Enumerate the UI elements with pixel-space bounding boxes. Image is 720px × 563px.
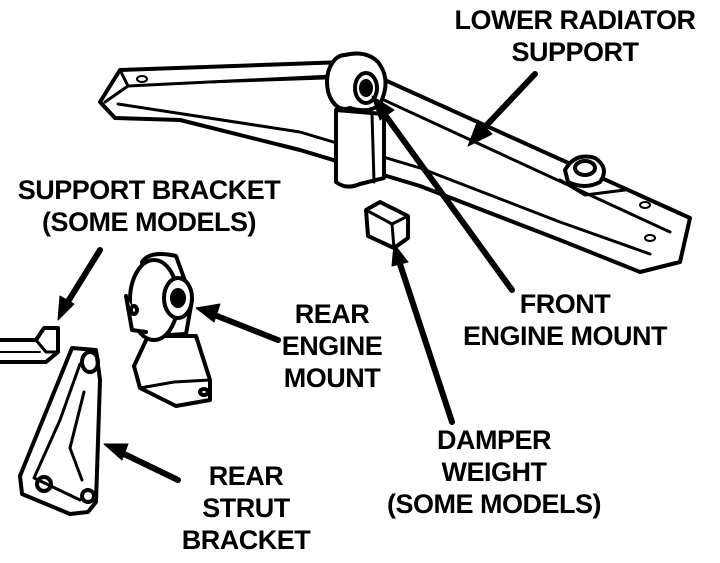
damper-weight — [364, 200, 410, 250]
label-front-engine-mount: FRONT ENGINE MOUNT — [462, 289, 668, 351]
label-rear-engine-mount: REAR ENGINE MOUNT — [281, 299, 383, 393]
label-support-bracket: SUPPORT BRACKET (SOME MODELS) — [17, 175, 281, 237]
front-engine-mount — [325, 51, 388, 189]
rear-strut-bracket — [18, 346, 102, 516]
rear-engine-mount — [124, 252, 212, 408]
leader-arrows — [57, 71, 538, 483]
support-bracket — [0, 326, 60, 364]
label-damper-weight: DAMPER WEIGHT (SOME MODELS) — [387, 425, 602, 519]
label-lower-radiator-support: LOWER RADIATOR SUPPORT — [454, 5, 696, 67]
label-rear-strut-bracket: REAR STRUT BRACKET — [181, 461, 311, 555]
